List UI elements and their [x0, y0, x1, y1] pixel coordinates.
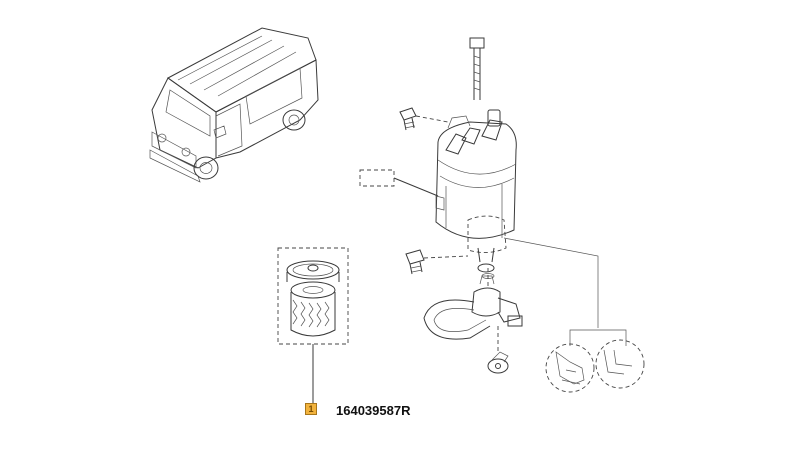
van-illustration-icon [149, 27, 319, 183]
callout-bracket [569, 329, 627, 346]
cartridge-dashed-frame [277, 247, 349, 345]
leader-bolt-bottom [423, 255, 469, 259]
part-reference-label[interactable]: 164039587R [336, 403, 411, 418]
detail-callout-icon [545, 339, 645, 393]
bolt-icon [399, 107, 417, 131]
sensor-hose-icon [423, 273, 523, 374]
bolt-icon [405, 249, 425, 275]
callout-leader [503, 237, 599, 328]
fuel-filter-cartridge-icon [277, 247, 349, 345]
reference-box [359, 169, 395, 187]
part-marker-badge[interactable]: 1 [305, 403, 317, 415]
reference-leader [393, 177, 439, 197]
filter-housing-icon [435, 37, 517, 273]
leader-bolt-top [415, 115, 449, 123]
